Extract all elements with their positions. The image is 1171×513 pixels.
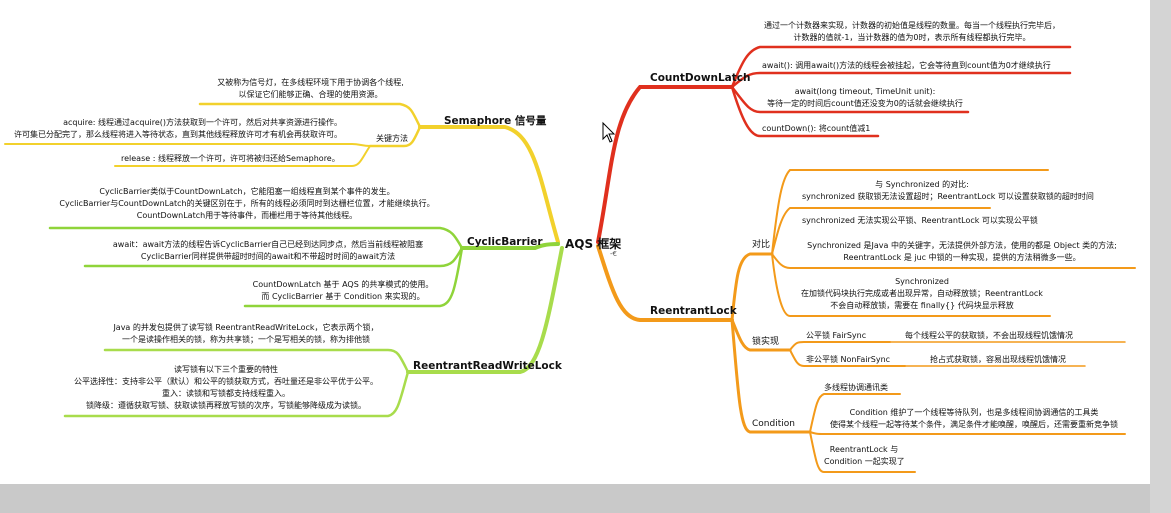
right-gray-strip [1150, 0, 1171, 513]
center-collapse-icon[interactable]: -€ [610, 250, 617, 258]
compare-vs-timeout: synchronized 获取锁无法设置超时；ReentrantLock 可以设… [802, 192, 1094, 201]
cyclicbarrier-impl-line-2: 而 CyclicBarrier 基于 Condition 来实现的。 [261, 292, 425, 301]
rwlock-features-line-3: 重入：读锁和写锁都支持线程重入。 [162, 389, 290, 398]
rwlock-features-line-4: 锁降级：遵循获取写锁、获取读锁再释放写锁的次序，写锁能够降级成为读锁。 [86, 401, 366, 410]
compare-fair: synchronized 无法实现公平锁、ReentrantLock 可以实现公… [802, 216, 1038, 225]
edge-center-rwlock [406, 246, 564, 374]
impl-nonfair-desc: 抢占式获取锁，容易出现线程饥饿情况 [930, 355, 1066, 364]
bottom-gray-bar [0, 484, 1171, 513]
edge-center-cyclicbarrier [460, 242, 560, 250]
branch-cyclicbarrier [48, 226, 560, 308]
countdownlatch-desc-line-1: 通过一个计数器来实现，计数器的初始值是线程的数量。每当一个线程执行完毕后， [764, 21, 1060, 30]
node-semaphore[interactable]: Semaphore 信号量 [444, 115, 547, 127]
node-compare[interactable]: 对比 [752, 240, 771, 250]
compare-keyword-line-2: ReentrantLock 是 juc 中锁的一种实现，提供的方法稍微多一些。 [843, 253, 1081, 262]
countdownlatch-await: await(): 调用await()方法的线程会被挂起，它会等待直到count值… [762, 61, 1051, 70]
semaphore-acquire-line-2: 许可集已分配完了，那么线程将进入等待状态，直到其他线程释放许可才有机会再获取许可… [14, 130, 342, 139]
branch-reentrantlock [596, 169, 1136, 473]
condition-desc-line-1: Condition 维护了一个线程等待队列，也是多线程间协调通信的工具类 [849, 408, 1099, 417]
cyclicbarrier-desc-line-3: CountDownLatch用于等待事件，而栅栏用于等待其他线程。 [136, 211, 358, 220]
node-condition[interactable]: Condition [752, 419, 795, 429]
impl-fair-desc: 每个线程公平的获取锁，不会出现线程饥饿情况 [905, 331, 1073, 340]
cyclicbarrier-await-line-2: CyclicBarrier同样提供带超时时间的await和不带超时时间的awai… [140, 252, 396, 261]
cyclicbarrier-desc-line-2: CyclicBarrier与CountDownLatch的关键区别在于，所有的线… [59, 199, 435, 208]
edge-center-semaphore [418, 125, 560, 244]
countdownlatch-await-timeout-line-2: 等待一定的时间后count值还没变为0的话就会继续执行 [767, 99, 963, 108]
compare-release-line-3: 不会自动释放锁，需要在 finally{} 代码块显示释放 [830, 301, 1014, 310]
cyclicbarrier-await-line-1: await：await方法的线程告诉CyclicBarrier自己已经到达同步点… [112, 240, 424, 249]
impl-nonfair-label: 非公平锁 NonFairSync [806, 355, 891, 364]
edge-center-reentrantlock [596, 244, 734, 322]
rwlock-desc-line-1: Java 的并发包提供了读写锁 ReentrantReadWriteLock，它… [113, 323, 379, 332]
node-countdownlatch[interactable]: CountDownLatch [650, 72, 751, 84]
compare-release-line-1: Synchronized [895, 277, 949, 286]
condition-desc-line-2: 使得某个线程一起等待某个条件，满足条件才能唤醒，唤醒后，还需要重新竞争锁 [830, 420, 1118, 429]
semaphore-acquire-line-1: acquire: 线程通过acquire()方法获取到一个许可，然后对共享资源进… [63, 118, 342, 127]
cyclicbarrier-desc-line-1: CyclicBarrier类似于CountDownLatch，它能阻塞一组线程直… [99, 187, 395, 196]
countdownlatch-await-timeout-line-1: await(long timeout, TimeUnit unit): [794, 87, 936, 96]
semaphore-desc-line-1: 又被称为信号灯，在多线程环境下用于协调各个线程, [217, 78, 404, 87]
semaphore-desc-line-2: 以保证它们能够正确、合理的使用资源。 [238, 90, 383, 99]
cyclicbarrier-impl-line-1: CountDownLatch 基于 AQS 的共享模式的使用。 [252, 280, 434, 289]
node-lock-impl[interactable]: 锁实现 [752, 337, 780, 347]
mouse-cursor-icon [602, 121, 616, 143]
countdownlatch-desc-line-2: 计数器的值就-1，当计数器的值为0时，表示所有线程都执行完毕。 [793, 33, 1031, 42]
condition-together-line-2: Condition 一起实现了 [824, 457, 905, 466]
node-rwlock[interactable]: ReentrantReadWriteLock [413, 360, 562, 372]
compare-keyword-line-1: Synchronized 是Java 中的关键字，无法提供外部方法，使用的都是 … [807, 241, 1117, 250]
semaphore-key-methods[interactable]: 关键方法 [376, 134, 408, 143]
branch-rwlock [63, 246, 564, 418]
rwlock-features-line-1: 读写锁有以下三个重要的特性 [174, 365, 278, 374]
compare-release-line-2: 在加锁代码块执行完成或者出现异常，自动释放锁；ReentrantLock [801, 289, 1043, 298]
branch-semaphore [4, 102, 560, 244]
node-cyclicbarrier[interactable]: CyclicBarrier [467, 236, 543, 248]
node-reentrantlock[interactable]: ReentrantLock [650, 305, 737, 317]
center-node[interactable]: AQS 框架 [565, 237, 622, 251]
condition-together-line-1: ReentrantLock 与 [829, 445, 899, 454]
compare-vs-title: 与 Synchronized 的对比: [875, 180, 969, 189]
condition-multi: 多线程协调通讯类 [824, 383, 888, 392]
edge-center-countdownlatch [596, 85, 734, 244]
countdownlatch-countdown: countDown(): 将count值减1 [762, 124, 871, 133]
rwlock-features-line-2: 公平选择性：支持非公平（默认）和公平的锁获取方式，吞吐量还是非公平优于公平。 [74, 377, 378, 386]
semaphore-release: release : 线程释放一个许可，许可将被归还给Semaphore。 [121, 154, 340, 163]
branch-countdownlatch [596, 45, 1072, 244]
impl-fair-label: 公平锁 FairSync [806, 331, 867, 340]
rwlock-desc-line-2: 一个是读操作相关的锁，称为共享锁；一个是写相关的锁，称为排他锁 [122, 335, 370, 344]
